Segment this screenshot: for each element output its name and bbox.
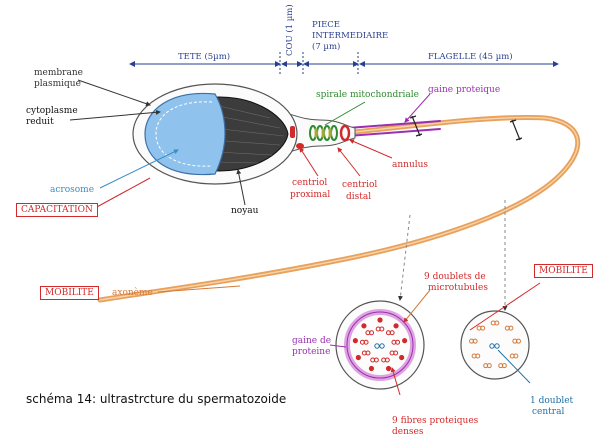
box-capacitation: CAPACITATION <box>16 203 98 217</box>
doublet-microtubule <box>472 338 478 344</box>
central-doublet-large <box>374 343 385 349</box>
doublet-microtubule <box>384 357 390 363</box>
doublet-microtubule <box>365 350 371 356</box>
doublet-microtubule <box>494 320 500 326</box>
label-centriol-distal-2: distal <box>346 192 372 202</box>
label-plasmique: plasmique <box>34 79 81 89</box>
acrosome-inner <box>155 101 213 167</box>
box-mobilite-right: MOBILITE <box>534 264 593 278</box>
label-annulus: annulus <box>392 160 429 170</box>
label-proteine: proteine <box>292 347 331 357</box>
label-piece-length: (7 µm) <box>312 42 341 52</box>
label-membrane: membrane <box>34 68 83 78</box>
dense-fiber <box>399 354 405 361</box>
mitochondrial-spiral-fill <box>314 128 332 138</box>
dense-fiber <box>393 323 399 329</box>
label-fibres-2: denses <box>392 427 424 437</box>
label-spirale: spirale mitochondriale <box>316 90 420 100</box>
section-markers <box>409 115 523 141</box>
doublet-microtubule <box>363 339 369 345</box>
label-doublets-2: microtubules <box>428 283 488 293</box>
dense-fiber <box>385 365 392 372</box>
doublet-microtubule <box>475 353 481 359</box>
label-doublet-central-2: central <box>532 407 565 417</box>
flagellum <box>97 114 581 303</box>
label-axoneme: axonème <box>112 288 153 298</box>
label-gaine-proteique: gaine proteique <box>428 85 501 95</box>
doublet-microtubule <box>389 330 395 336</box>
annulus <box>339 124 351 142</box>
section-dimension-lines <box>129 52 559 76</box>
projection-lines <box>397 200 508 311</box>
label-centriol-distal-1: centriol <box>342 180 378 190</box>
cross-section-small-doublets <box>469 320 521 369</box>
cross-section-large-doublets <box>352 317 408 372</box>
label-doublets-1: 9 doublets de <box>424 272 486 282</box>
label-intermediaire: INTERMEDIAIRE <box>312 31 389 41</box>
label-piece: PIECE <box>312 20 340 30</box>
label-gaine-de: gaine de <box>292 336 332 346</box>
dense-fiber <box>355 354 361 361</box>
doublet-microtubule <box>508 325 514 331</box>
doublet-microtubule <box>513 353 519 359</box>
label-flagelle: FLAGELLE (45 µm) <box>428 52 513 62</box>
central-doublet-small <box>489 343 500 349</box>
label-centriol-proximal-1: centriol <box>292 178 328 188</box>
doublet-microtubule <box>393 350 399 356</box>
doublet-microtubule <box>379 326 385 332</box>
doublet-microtubule <box>480 325 486 331</box>
label-cou: COU (1 µm) <box>285 4 295 56</box>
dense-fiber <box>402 338 408 344</box>
label-acrosome: acrosome <box>50 185 95 195</box>
leader-lines <box>69 79 541 396</box>
dense-fiber <box>368 365 375 372</box>
doublet-microtubule <box>486 363 492 369</box>
doublet-microtubule <box>373 357 379 363</box>
dense-fiber <box>352 338 358 344</box>
label-cytoplasme: cytoplasme <box>26 106 78 116</box>
label-fibres-1: 9 fibres proteiques <box>392 416 479 426</box>
label-doublet-central-1: 1 doublet <box>530 396 574 406</box>
doublet-microtubule <box>501 363 507 369</box>
doublet-microtubule <box>369 330 375 336</box>
dense-fiber <box>377 317 383 323</box>
dense-fiber <box>361 323 367 329</box>
label-centriol-proximal-2: proximal <box>290 190 331 200</box>
label-reduit: reduit <box>26 117 54 127</box>
box-mobilite-left: MOBILITE <box>40 286 99 300</box>
label-tete: TETE (5µm) <box>178 52 231 62</box>
doublet-microtubule <box>515 338 521 344</box>
doublet-microtubule <box>395 339 401 345</box>
figure-caption: schéma 14: ultrastrcture du spermatozoid… <box>26 392 287 406</box>
label-noyau: noyau <box>231 206 259 216</box>
